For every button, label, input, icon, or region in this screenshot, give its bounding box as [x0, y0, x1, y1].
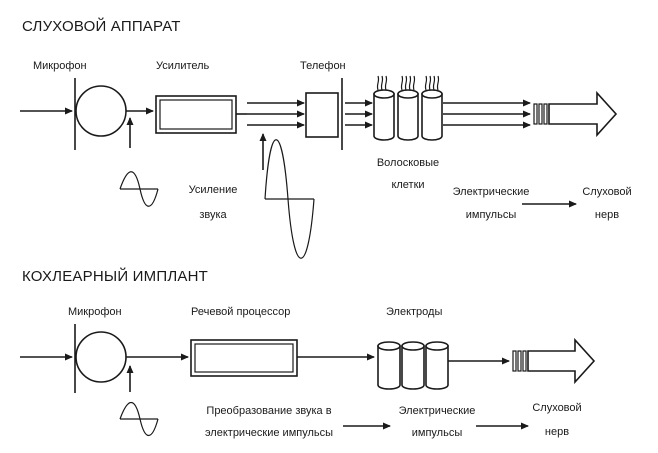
ha-hair-cells: [373, 75, 443, 141]
ha-auditory-nerve-label: Слуховой нерв: [576, 186, 638, 221]
cochlear-implant-title: КОХЛЕАРНЫЙ ИМПЛАНТ: [22, 268, 208, 285]
ha-amplification-line1: Усиление: [188, 184, 238, 196]
ha-nerve-line2: нерв: [594, 208, 620, 221]
ci-electrodes: [377, 341, 449, 390]
ha-amplification-line2: звука: [199, 208, 227, 221]
ci-conversion-label: Преобразование звука в электрические имп…: [190, 405, 348, 439]
ha-hair-cells-line2: клетки: [391, 178, 425, 191]
ha-amplifier-inner: [159, 99, 233, 130]
ci-electric-impulses-label: Электрические импульсы: [394, 405, 480, 439]
ha-hair-cells-line1: Волосковые: [376, 157, 440, 169]
ha-electric-impulses-label: Электрические импульсы: [448, 186, 534, 221]
ha-microphone-circle: [75, 85, 127, 137]
ci-conversion-line1: Преобразование звука в: [206, 405, 332, 417]
cochlear-implant-diagram: [20, 324, 596, 437]
ha-electric-line2: импульсы: [465, 208, 517, 221]
ha-electric-line1: Электрические: [452, 186, 530, 198]
ha-hair-cells-label: Волосковые клетки: [370, 157, 446, 191]
hearing-aid-title: СЛУХОВОЙ АППАРАТ: [22, 18, 181, 35]
ha-telephone-box: [305, 92, 339, 138]
ha-telephone-label: Телефон: [300, 60, 346, 72]
ci-auditory-nerve-label: Слуховой нерв: [526, 402, 588, 438]
ha-amplification-label: Усиление звука: [183, 184, 243, 221]
ci-processor-label: Речевой процессор: [191, 306, 291, 318]
ci-speech-processor-box: [190, 339, 298, 377]
hearing-aid-diagram: [20, 75, 618, 259]
ci-electric-line1: Электрические: [398, 405, 476, 417]
ha-amplifier-box: [155, 95, 237, 134]
ha-microphone-label: Микрофон: [33, 60, 87, 72]
ci-auditory-nerve-arrow: [512, 337, 596, 385]
ci-speech-processor-inner: [194, 343, 294, 373]
ha-auditory-nerve-arrow: [533, 90, 618, 138]
ci-nerve-line1: Слуховой: [532, 402, 582, 414]
ha-amplifier-label: Усилитель: [156, 60, 210, 72]
ci-electric-line2: импульсы: [411, 426, 463, 439]
ha-nerve-line1: Слуховой: [582, 186, 632, 198]
ci-electrodes-label: Электроды: [386, 306, 443, 318]
ci-conversion-line2: электрические импульсы: [204, 426, 334, 439]
ci-microphone-circle: [75, 331, 127, 383]
ci-microphone-label: Микрофон: [68, 306, 122, 318]
ci-nerve-line2: нерв: [544, 425, 570, 438]
